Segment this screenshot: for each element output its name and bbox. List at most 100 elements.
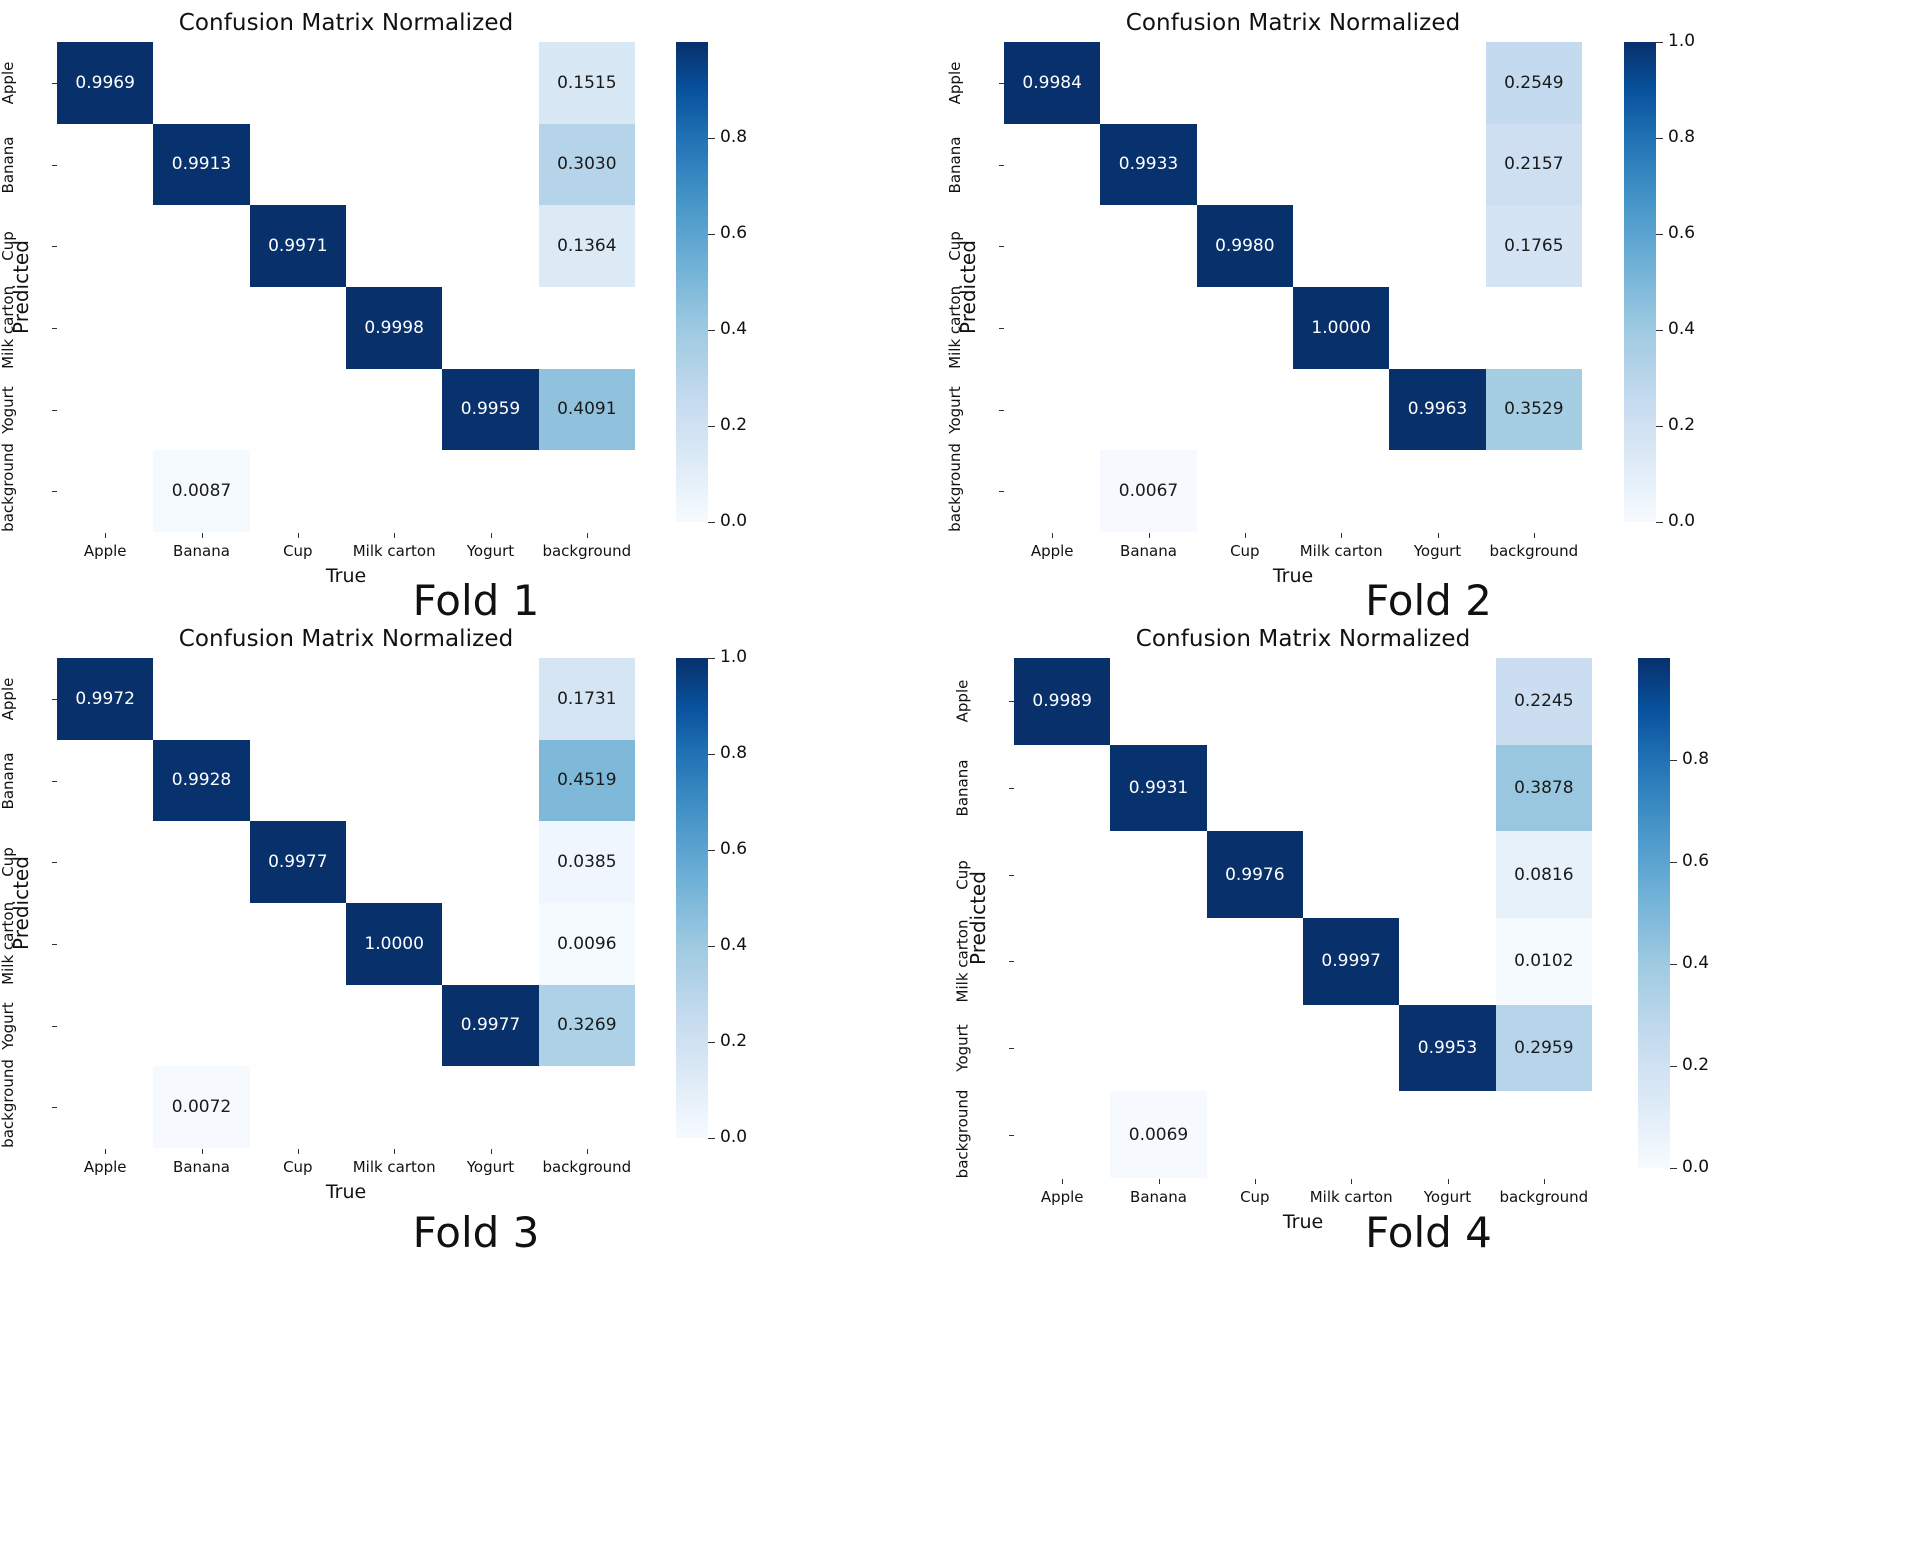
x-axis-tick-mark	[394, 533, 396, 538]
x-axis-tick-label: Apple	[83, 1158, 127, 1176]
y-axis-tick-mark	[999, 409, 1004, 411]
colorbar-tick-mark	[708, 138, 715, 139]
x-axis-tick-label: Yogurt	[466, 542, 515, 560]
colorbar-tick-mark	[708, 850, 715, 851]
matrix-cell: 0.9977	[249, 821, 346, 903]
x-axis-tick-mark	[105, 1149, 107, 1154]
colorbar-tick-label: 0.4	[1682, 953, 1710, 973]
y-axis-tick-mark	[52, 164, 57, 166]
x-axis-tick-label: Apple	[1030, 542, 1074, 560]
colorbar-gradient-strip	[676, 658, 708, 1138]
y-axis-tick-mark	[999, 164, 1004, 166]
matrix-cell: 0.0816	[1495, 831, 1592, 918]
y-axis-label: Predicted	[966, 871, 990, 965]
y-axis-tick-label: Apple	[0, 677, 18, 721]
matrix-cell: 0.2549	[1485, 42, 1582, 124]
y-axis-tick-mark	[999, 82, 1004, 84]
colorbar-tick-mark	[1670, 760, 1677, 761]
colorbar-tick-label: 1.0	[1668, 31, 1696, 51]
matrix-cell: 0.0087	[153, 450, 250, 532]
colorbar-tick-mark	[708, 426, 715, 427]
x-axis-label: True	[1282, 1211, 1324, 1233]
matrix-cell: 0.9933	[1100, 123, 1197, 206]
matrix-cell: 0.4519	[538, 739, 635, 822]
y-axis-label: Predicted	[9, 240, 33, 334]
colorbar-tick-label: 0.0	[720, 511, 748, 531]
y-axis-tick-mark	[52, 491, 57, 493]
x-axis-tick-label: Banana	[173, 542, 230, 560]
colorbar-tick-label: 0.8	[720, 743, 748, 763]
x-axis-tick-mark	[1447, 1179, 1449, 1184]
matrix-cell: 0.9953	[1399, 1004, 1496, 1092]
colorbar-tick-mark	[1670, 964, 1677, 965]
fold-caption: Fold 1	[412, 576, 540, 625]
y-axis-tick-mark	[999, 491, 1004, 493]
y-axis-tick-label: Apple	[946, 61, 965, 105]
y-axis-tick-mark	[52, 246, 57, 248]
matrix-cell: 0.1765	[1485, 205, 1582, 287]
matrix-cell: 0.9928	[153, 739, 250, 822]
colorbar-tick-mark	[1656, 138, 1663, 139]
y-axis-tick-mark	[1009, 1048, 1014, 1049]
x-axis-label: True	[325, 565, 367, 587]
x-axis-tick-label: Cup	[283, 542, 313, 560]
x-axis-tick-mark	[1148, 533, 1150, 538]
colorbar-tick-mark	[1656, 330, 1663, 331]
matrix-cell: 0.9963	[1389, 368, 1486, 451]
colorbar-tick-mark	[1656, 42, 1663, 43]
y-axis-tick-label: Yogurt	[0, 385, 18, 434]
colorbar-tick-label: 0.6	[1682, 851, 1710, 871]
matrix-cell: 0.9913	[153, 123, 250, 206]
y-axis-tick-mark	[52, 1107, 57, 1109]
x-axis-label: True	[325, 1181, 367, 1203]
y-axis-tick-mark	[52, 327, 57, 329]
fold-caption: Fold 3	[412, 1208, 540, 1257]
matrix-cell: 0.1364	[538, 205, 635, 287]
x-axis-tick-label: Cup	[283, 1158, 313, 1176]
x-axis-tick-mark	[297, 1149, 299, 1154]
x-axis-tick-mark	[586, 1149, 588, 1154]
colorbar-tick-label: 0.8	[720, 127, 748, 147]
y-axis-tick-label: Yogurt	[946, 385, 965, 434]
matrix-cell: 0.0072	[153, 1066, 250, 1148]
colorbar-tick-mark	[1670, 862, 1677, 863]
x-axis-tick-mark	[1543, 1179, 1545, 1184]
matrix-cell: 0.2959	[1495, 1004, 1592, 1092]
colorbar-tick-mark	[1656, 522, 1663, 523]
colorbar-gradient-strip	[676, 42, 708, 522]
y-axis-tick-mark	[52, 862, 57, 864]
y-axis-tick-label: Banana	[0, 136, 18, 193]
x-axis-tick-mark	[586, 533, 588, 538]
y-axis-tick-mark	[52, 780, 57, 782]
y-axis-tick-label: Banana	[0, 752, 18, 809]
x-axis-tick-mark	[1341, 533, 1343, 538]
x-axis-tick-label: Banana	[1120, 542, 1177, 560]
y-axis-tick-mark	[52, 943, 57, 945]
matrix-cell: 0.3269	[538, 984, 635, 1067]
x-axis-tick-mark	[201, 533, 203, 538]
x-axis-tick-label: Apple	[1040, 1188, 1084, 1206]
y-axis-tick-mark	[52, 82, 57, 84]
colorbar-tick-mark	[708, 234, 715, 235]
colorbar-tick-label: 0.2	[1682, 1055, 1710, 1075]
fold-caption: Fold 2	[1365, 576, 1492, 625]
x-axis-tick-mark	[105, 533, 107, 538]
x-axis-tick-label: Cup	[1230, 542, 1260, 560]
y-axis-tick-label: Banana	[946, 136, 965, 193]
colorbar-tick-label: 0.6	[720, 839, 748, 859]
x-axis-tick-label: Banana	[173, 1158, 230, 1176]
matrix-cell: 0.2245	[1495, 658, 1592, 745]
x-axis-tick-mark	[1533, 533, 1535, 538]
matrix-cell: 0.9997	[1303, 918, 1400, 1005]
matrix-cell: 0.9931	[1110, 744, 1207, 832]
matrix-cell: 0.9971	[249, 205, 346, 287]
colorbar-tick-mark	[708, 330, 715, 331]
y-axis-tick-label: background	[953, 1089, 972, 1178]
colorbar-tick-label: 0.6	[720, 223, 748, 243]
matrix-cell: 0.0067	[1100, 450, 1197, 532]
